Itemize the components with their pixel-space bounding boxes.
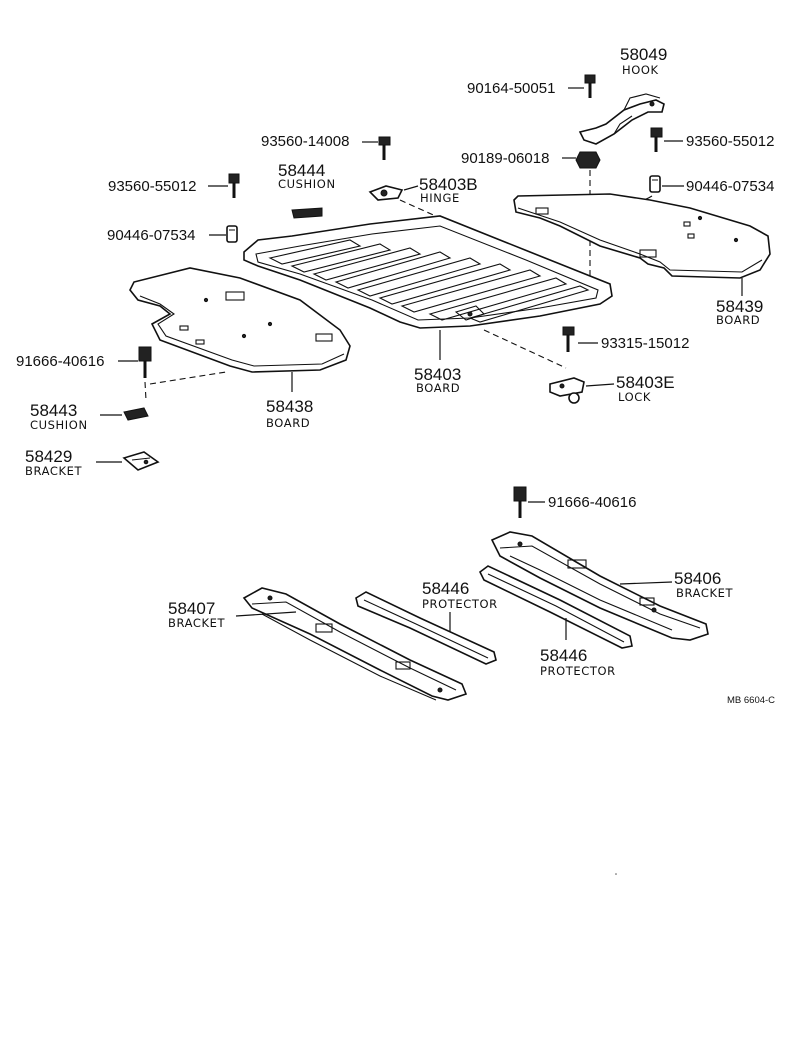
board-58403-label: BOARD [416,381,460,395]
protector-58446-b-part [478,565,633,649]
diagram-code: MB 6604-C [727,695,775,706]
bolt-93315-number: 93315-15012 [601,335,689,352]
leader-line [619,581,673,585]
screw-93560-left-icon [228,173,240,198]
protector-b-label: PROTECTOR [540,664,616,678]
board-58403-number: 58403 [414,365,461,384]
lock-58403e-part [549,377,585,404]
protector-b-number: 58446 [540,646,587,665]
screw-93560-icon [650,127,663,152]
bolt-93560-14008-icon [378,136,391,160]
bracket-58407-part [242,587,468,701]
cushion-58444-label: CUSHION [278,177,336,191]
scan-speck [615,873,617,875]
cushion-58443-part [123,407,149,421]
cushion-58444-part [291,207,323,219]
hinge-label: HINGE [420,191,460,205]
leader-line [585,383,615,387]
leader-line [403,185,419,191]
nut-90189-number: 90189-06018 [461,150,549,167]
board-58439-number: 58439 [716,297,763,316]
clip-90446-left-number: 90446-07534 [107,227,195,244]
board-58438-part [129,267,351,373]
bolt-93315-icon [562,326,575,352]
dashed-leader [399,199,441,219]
protector-58446-a-part [355,591,497,665]
cushion-58443-label: CUSHION [30,418,88,432]
bolt-90164-icon [584,74,596,98]
bolt-93560-14008-number: 93560-14008 [261,133,349,150]
hook-58049-part [578,93,665,145]
bracket-58406-label: BRACKET [676,586,734,600]
hinge-number: 58403B [419,175,478,194]
protector-a-label: PROTECTOR [422,597,498,611]
bracket-58429-label: BRACKET [25,464,83,478]
bracket-58406-part [490,531,709,641]
board-58439-label: BOARD [716,313,760,327]
screw-93560-left-number: 93560-55012 [108,178,196,195]
bracket-58406-number: 58406 [674,569,721,588]
leader-line [235,611,297,617]
lock-label: LOCK [618,390,651,404]
hook-part-number: 58049 [620,45,667,64]
bracket-58429-number: 58429 [25,447,72,466]
dashed-leader [144,371,227,401]
board-58438-label: BOARD [266,416,310,430]
clip-90446-right-icon [649,175,661,193]
bolt-90164-number: 90164-50051 [467,80,555,97]
bolt-91666-right-icon [513,486,527,518]
protector-a-number: 58446 [422,579,469,598]
cushion-58444-number: 58444 [278,161,325,180]
cushion-58443-number: 58443 [30,401,77,420]
bolt-91666-right-number: 91666-40616 [548,494,636,511]
hook-label: HOOK [622,63,659,77]
hinge-58403b-part [368,185,404,201]
dashed-leader [483,329,567,369]
board-58439-part [513,193,771,279]
nut-90189-icon [575,151,601,169]
screw-93560-top-number: 93560-55012 [686,133,774,150]
clip-90446-right-number: 90446-07534 [686,178,774,195]
bracket-58407-number: 58407 [168,599,215,618]
bracket-58407-label: BRACKET [168,616,226,630]
clip-90446-left-icon [226,225,238,243]
lock-number: 58403E [616,373,675,392]
board-58403-part [243,215,613,329]
bolt-91666-left-icon [138,346,152,378]
board-58438-number: 58438 [266,397,313,416]
bracket-58429-part [122,451,160,471]
bolt-91666-left-number: 91666-40616 [16,353,104,370]
